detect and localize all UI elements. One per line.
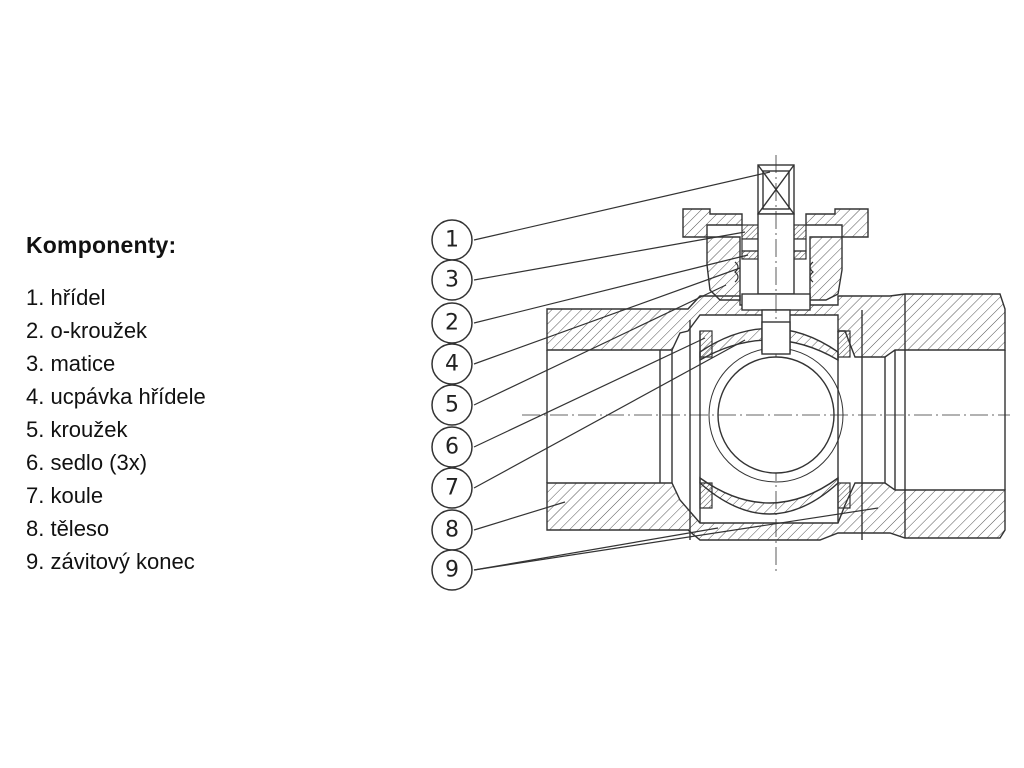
- callout-number-6: 6: [445, 435, 459, 460]
- legend-item-threaded-end: 9. závitový konec: [26, 549, 195, 574]
- callout-bubbles: [431, 219, 473, 591]
- body-lower-wall: [546, 482, 1006, 541]
- neck-left: [706, 236, 741, 301]
- legend-item-body: 8. těleso: [26, 516, 110, 541]
- seat-upper-right: [837, 330, 851, 358]
- callout-numbers: 1 3 2 4 5 6 7 8 9: [445, 228, 459, 583]
- legend-item-shaft: 1. hřídel: [26, 285, 106, 310]
- leader-6: [473, 337, 706, 448]
- leader-1: [473, 171, 771, 241]
- seal-ring-left: [734, 261, 739, 283]
- callout-number-3: 3: [445, 268, 459, 293]
- callout-number-1: 1: [445, 228, 459, 253]
- seal-ring-right: [809, 261, 814, 283]
- leader-2: [473, 254, 749, 324]
- leader-3: [473, 231, 746, 281]
- components-legend: Komponenty: 1. hřídel 2. o-kroužek 3. ma…: [26, 232, 326, 578]
- callout-5: [431, 384, 473, 426]
- leader-9b: [473, 507, 879, 571]
- legend-item-ball: 7. koule: [26, 483, 104, 508]
- leader-lines: [473, 171, 879, 571]
- body-outline: [546, 294, 1006, 540]
- valve-body: [546, 293, 1006, 541]
- callout-number-9: 9: [445, 558, 459, 583]
- seats: [699, 330, 851, 509]
- leader-5: [473, 284, 727, 406]
- legend-item-seat: 6. sedlo (3x): [26, 450, 148, 475]
- callout-number-8: 8: [445, 518, 459, 543]
- leader-9a: [473, 527, 719, 571]
- legend-item-o-ring: 2. o-kroužek: [26, 318, 148, 343]
- mounting-flange-right: [805, 208, 869, 238]
- ball-lower-section: [699, 476, 839, 515]
- legend-item-ring: 5. kroužek: [26, 417, 128, 442]
- legend-title: Komponenty:: [26, 232, 177, 258]
- callout-4: [431, 343, 473, 385]
- seat-lower-left: [699, 482, 713, 509]
- callout-9: [431, 549, 473, 591]
- top-flange-neck: [682, 208, 869, 301]
- mounting-flange: [682, 208, 743, 238]
- callout-6: [431, 426, 473, 468]
- ball-slot: [761, 321, 791, 355]
- callout-7: [431, 467, 473, 509]
- seat-upper-left: [699, 330, 713, 358]
- ball: [699, 321, 844, 515]
- callout-2: [431, 302, 473, 344]
- callout-number-4: 4: [445, 352, 459, 377]
- callout-number-5: 5: [445, 393, 459, 418]
- leader-7: [473, 339, 746, 489]
- legend-item-nut: 3. matice: [26, 351, 116, 376]
- legend-list: 1. hřídel 2. o-kroužek 3. matice 4. ucpá…: [26, 281, 326, 578]
- seat-lower-right: [837, 482, 851, 509]
- callout-number-2: 2: [445, 311, 459, 336]
- callout-number-7: 7: [445, 476, 459, 501]
- leader-8: [473, 501, 566, 531]
- callout-3: [431, 259, 473, 301]
- leader-4: [473, 267, 741, 365]
- legend-item-shaft-seal: 4. ucpávka hřídele: [26, 384, 206, 409]
- neck-right: [809, 236, 843, 301]
